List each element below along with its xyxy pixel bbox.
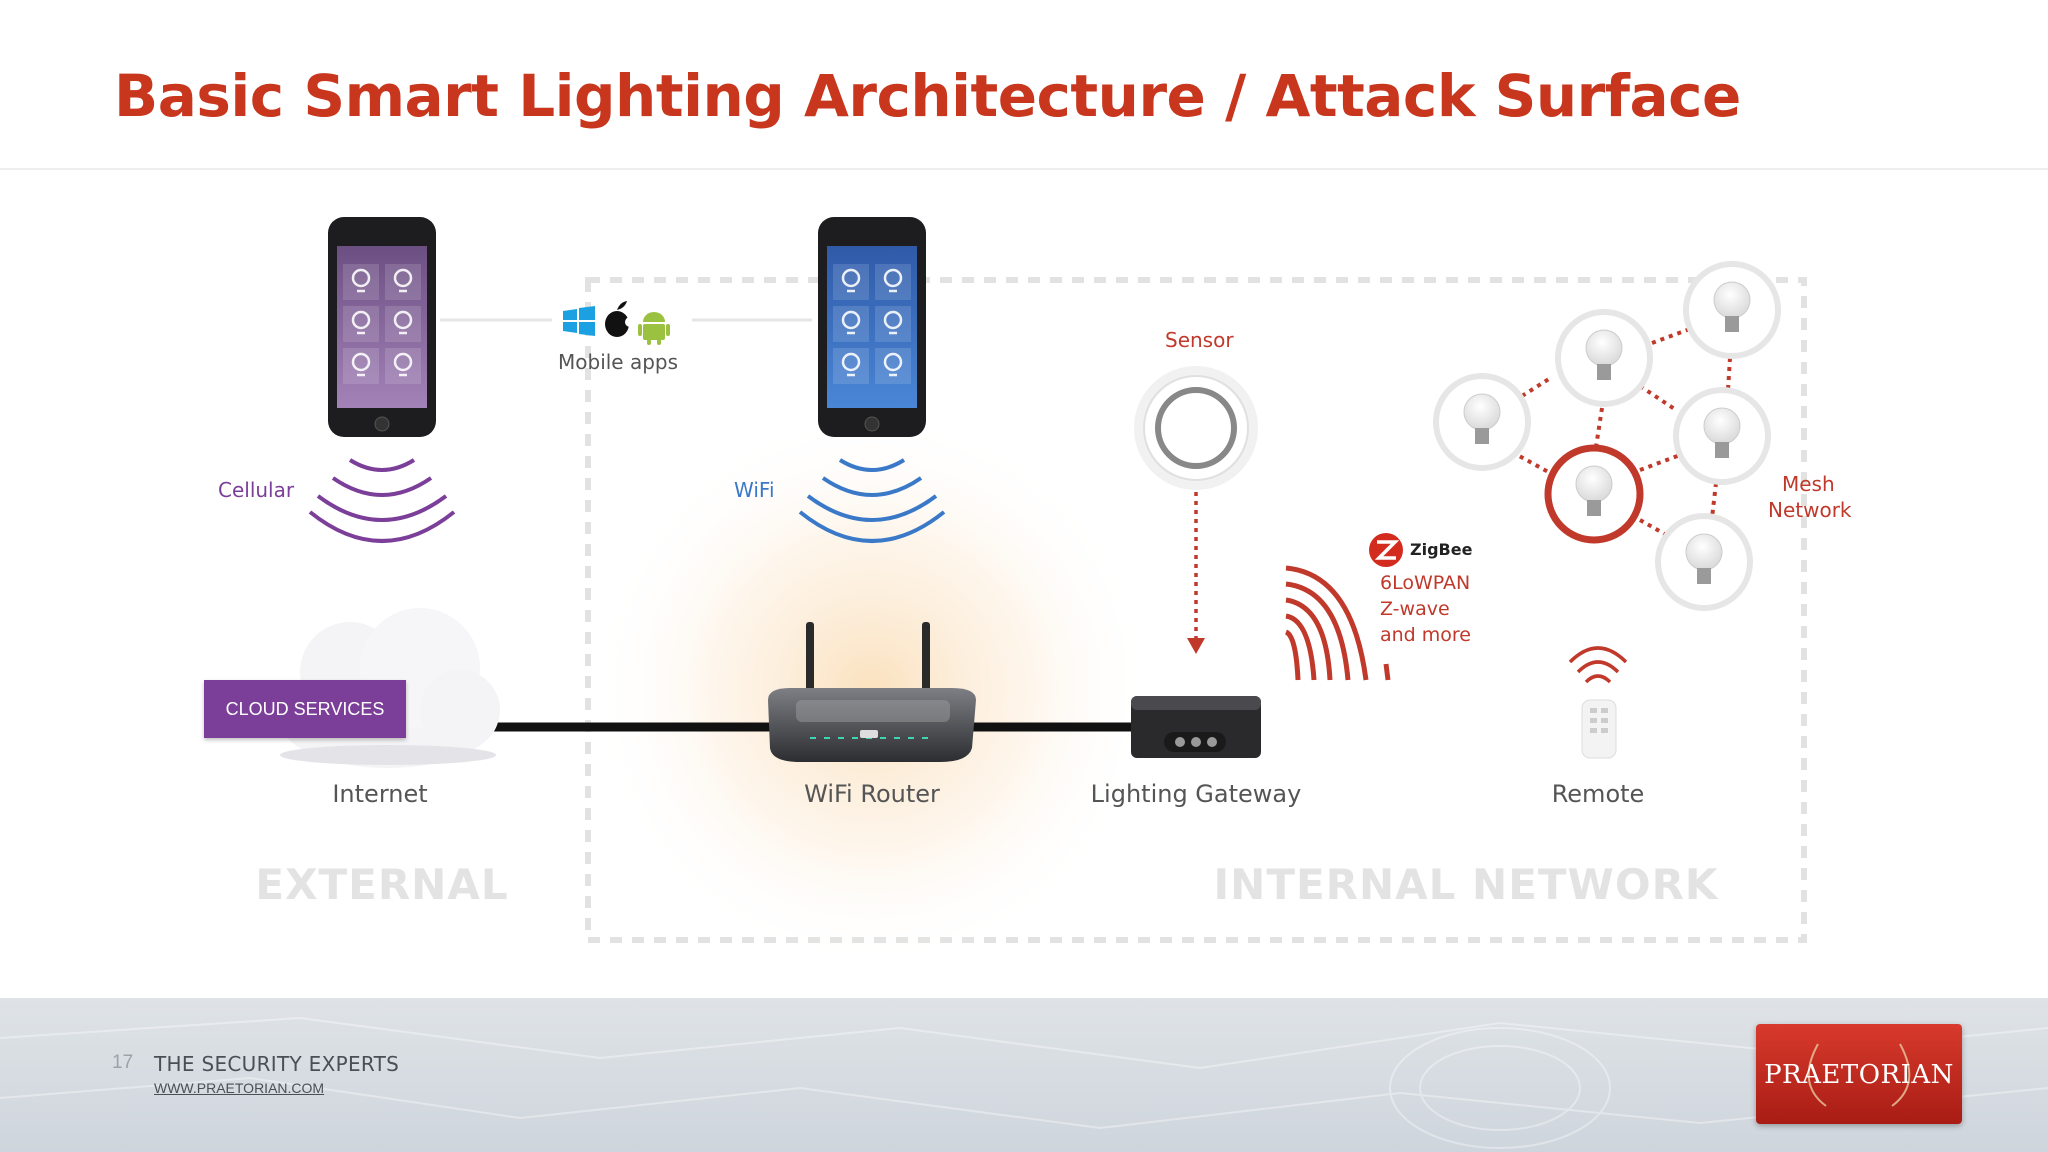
wifi-signal-waves	[798, 458, 946, 543]
cellular-phone	[328, 217, 436, 437]
android-icon	[638, 312, 670, 345]
sensor-arrowhead	[1187, 638, 1205, 654]
lighting-gateway-icon	[1131, 696, 1261, 758]
footer-band	[0, 998, 2048, 1152]
architecture-diagram	[278, 217, 1807, 970]
footer-texture	[0, 1016, 2048, 1149]
internet-label: Internet	[332, 780, 428, 808]
cellular-label: Cellular	[218, 478, 295, 502]
windows-icon	[563, 306, 595, 336]
cloud-services-badge: CLOUD SERVICES	[204, 680, 406, 738]
protocol-zwave: Z-wave	[1380, 598, 1450, 620]
bulb-bottom-right	[1655, 513, 1753, 611]
cellular-signal-waves	[308, 458, 456, 543]
wifi-router-icon	[768, 622, 976, 762]
lighting-gateway-label: Lighting Gateway	[1090, 780, 1302, 808]
footer-url-link[interactable]: WWW.PRAETORIAN.COM	[154, 1080, 325, 1096]
sensor-label: Sensor	[1165, 328, 1234, 352]
logo-wordmark: PRAETORIAN	[1764, 1060, 1954, 1090]
laurel-wreath-icon	[1807, 1043, 1911, 1107]
wifi-router-label: WiFi Router	[804, 780, 940, 808]
zigbee-label: ZigBee	[1410, 540, 1473, 559]
remote-icon	[1581, 699, 1617, 759]
remote-label: Remote	[1551, 780, 1645, 808]
title-divider	[0, 168, 2048, 170]
protocol-6lowpan: 6LoWPAN	[1380, 572, 1471, 594]
sensor-icon	[1134, 366, 1258, 490]
bulb-left	[1433, 373, 1531, 471]
bulb-center-highlighted	[1544, 444, 1644, 544]
mesh-network-label-line1: Mesh	[1782, 472, 1835, 496]
internal-network-boundary	[585, 277, 1807, 943]
protocol-more: and more	[1380, 624, 1472, 646]
slide-title: Basic Smart Lighting Architecture / Atta…	[114, 62, 1741, 130]
wifi-label: WiFi	[734, 478, 775, 502]
page-number: 17	[112, 1052, 134, 1073]
zigbee-signal-waves	[1284, 565, 1391, 681]
zigbee-logo-icon	[1369, 533, 1403, 567]
footer-tagline: THE SECURITY EXPERTS	[154, 1052, 400, 1076]
mesh-network-label-line2: Network	[1768, 498, 1852, 522]
bulb-top-right	[1683, 261, 1781, 359]
mobile-apps-label: Mobile apps	[558, 350, 679, 374]
apple-icon	[605, 301, 635, 337]
wifi-phone	[818, 217, 926, 437]
internal-network-zone-label: INTERNAL NETWORK	[1213, 860, 1719, 909]
remote-signal-waves	[1568, 646, 1628, 684]
bulb-top	[1555, 309, 1653, 407]
external-zone-label: EXTERNAL	[255, 860, 509, 909]
bulb-right	[1673, 387, 1771, 485]
praetorian-logo: PRAETORIAN	[1756, 1024, 1962, 1124]
